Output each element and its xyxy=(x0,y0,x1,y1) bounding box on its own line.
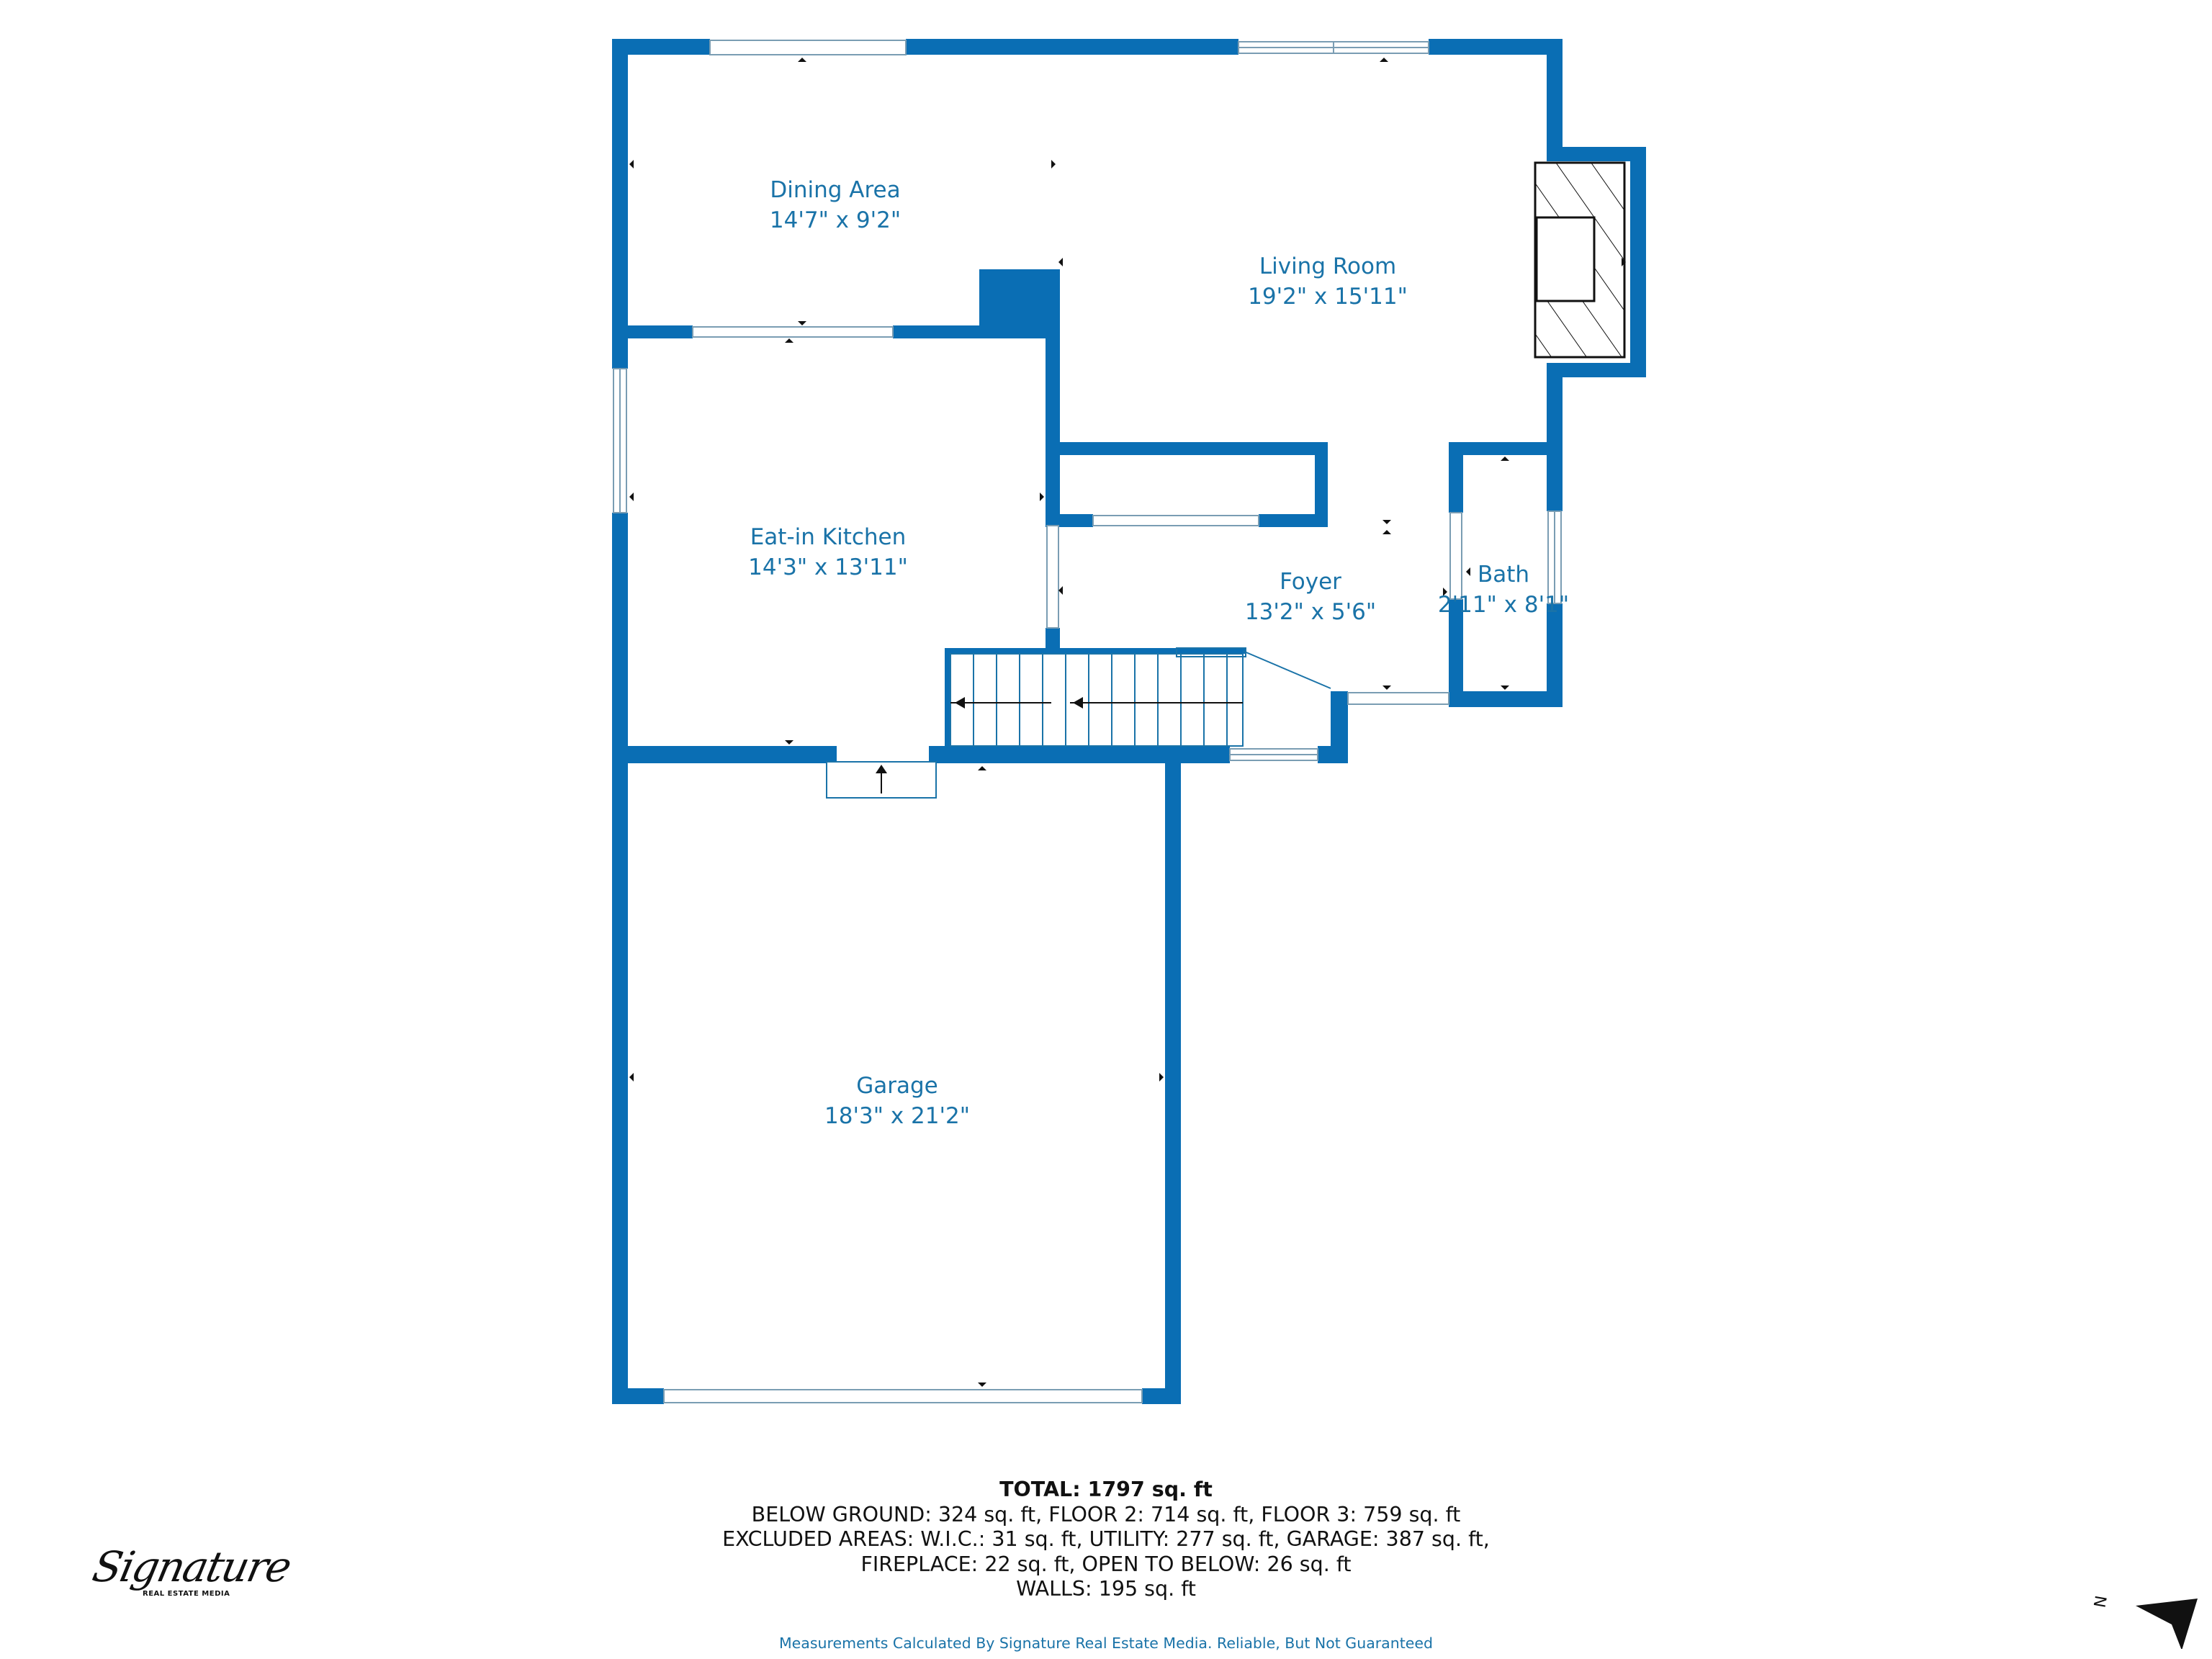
summary-line-walls: WALLS: 195 sq. ft xyxy=(1016,1577,1196,1601)
room-dimensions: 19'2" x 15'11" xyxy=(1248,284,1408,310)
room-name: Foyer xyxy=(1280,569,1341,595)
room-name: Garage xyxy=(856,1073,938,1099)
room-name: Living Room xyxy=(1259,253,1396,279)
room-dimensions: 18'3" x 21'2" xyxy=(824,1103,970,1129)
logo-script-text: Signature xyxy=(88,1542,295,1591)
room-name: Eat-in Kitchen xyxy=(750,524,907,550)
room-label-garage: Garage 18'3" x 21'2" xyxy=(824,1073,970,1129)
step-arrow xyxy=(876,765,887,773)
dimension-ticks xyxy=(629,58,1626,1387)
windows xyxy=(613,40,1562,1403)
room-label-kitchen: Eat-in Kitchen 14'3" x 13'11" xyxy=(748,524,908,580)
room-label-living: Living Room 19'2" x 15'11" xyxy=(1248,253,1408,310)
staircase xyxy=(950,647,1331,747)
north-compass: N xyxy=(2091,1584,2199,1649)
room-name: Bath xyxy=(1478,562,1529,588)
summary-line-excluded: EXCLUDED AREAS: W.I.C.: 31 sq. ft, UTILI… xyxy=(722,1527,1490,1551)
logo-subtitle: REAL ESTATE MEDIA xyxy=(143,1590,230,1598)
room-dimensions: 14'7" x 9'2" xyxy=(770,207,901,233)
walls xyxy=(612,39,1646,1404)
signature-logo: Signature REAL ESTATE MEDIA xyxy=(81,1532,295,1611)
room-name: Dining Area xyxy=(770,177,900,203)
room-dimensions: 14'3" x 13'11" xyxy=(748,554,908,580)
area-summary: TOTAL: 1797 sq. ft BELOW GROUND: 324 sq.… xyxy=(0,1478,2212,1602)
total-area: TOTAL: 1797 sq. ft xyxy=(999,1478,1213,1501)
room-dimensions: 13'2" x 5'6" xyxy=(1245,599,1376,625)
summary-line-floors: BELOW GROUND: 324 sq. ft, FLOOR 2: 714 s… xyxy=(751,1502,1461,1527)
measurement-disclaimer: Measurements Calculated By Signature Rea… xyxy=(778,1635,1434,1652)
room-label-dining: Dining Area 14'7" x 9'2" xyxy=(770,177,901,233)
room-dimensions: 2'11" x 8'1" xyxy=(1438,592,1569,618)
north-arrow-icon xyxy=(2136,1599,2198,1649)
room-label-bath: Bath 2'11" x 8'1" xyxy=(1438,562,1569,618)
fireplace xyxy=(1534,161,1626,359)
room-label-foyer: Foyer 13'2" x 5'6" xyxy=(1245,569,1376,625)
stair-arrows xyxy=(955,697,1083,709)
summary-line-fireplace: FIREPLACE: 22 sq. ft, OPEN TO BELOW: 26 … xyxy=(860,1552,1352,1576)
